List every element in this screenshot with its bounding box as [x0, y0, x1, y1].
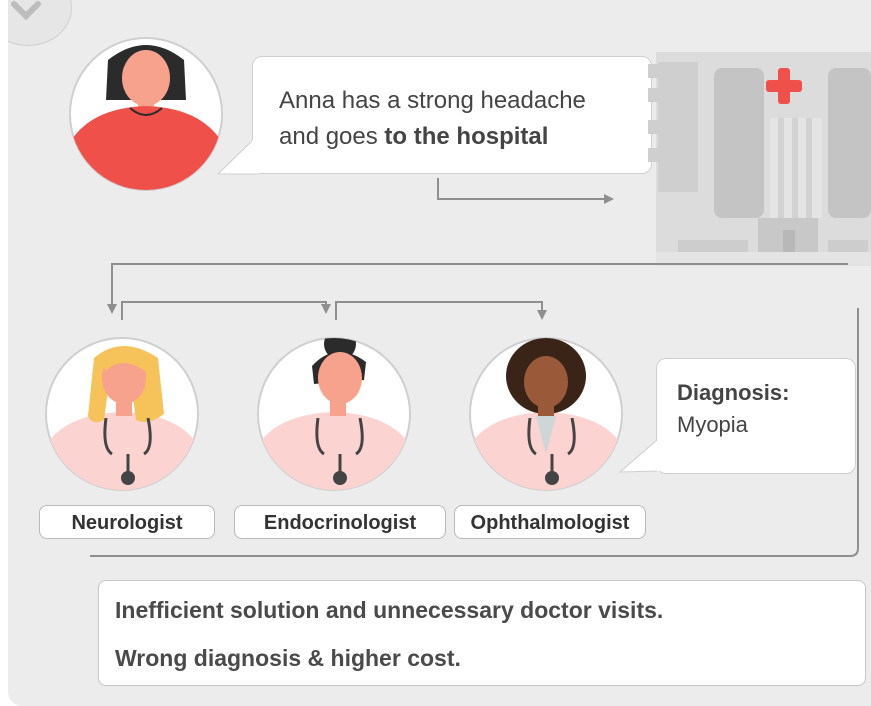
diagnosis-bubble: Diagnosis: Myopia [656, 358, 856, 474]
conclusion-line-1: Inefficient solution and unnecessary doc… [115, 597, 664, 623]
doctor-label-endocrinologist: Endocrinologist [234, 505, 446, 539]
intro-line-2: and goes to the hospital [279, 119, 586, 155]
diagnosis-bubble-tail [618, 440, 662, 473]
intro-bubble: Anna has a strong headache and goes to t… [252, 56, 652, 174]
patient-avatar [69, 37, 223, 191]
doctor-label-neurologist: Neurologist [39, 505, 215, 539]
diagram-panel: Anna has a strong headache and goes to t… [8, 0, 871, 706]
endocrinologist-avatar [257, 337, 411, 491]
stethoscope-icon [315, 418, 364, 485]
intro-line-2-bold: to the hospital [384, 123, 549, 150]
doctor-label-ophthalmologist: Ophthalmologist [454, 505, 646, 539]
conclusion-line-2: Wrong diagnosis & higher cost. [115, 645, 461, 671]
conclusion-box: Inefficient solution and unnecessary doc… [98, 580, 866, 686]
flow-connectors [90, 178, 859, 557]
red-cross-icon [766, 68, 802, 104]
diagnosis-value: Myopia [677, 412, 748, 437]
hospital-illustration [648, 52, 871, 266]
intro-bubble-tail [218, 140, 266, 175]
back-chevron-icon [11, 1, 41, 21]
ophthalmologist-avatar [469, 337, 623, 491]
stethoscope-icon [103, 418, 152, 485]
intro-line-2-prefix: and goes [279, 123, 385, 150]
intro-line-1: Anna has a strong headache [279, 87, 586, 114]
diagnosis-title: Diagnosis: [677, 380, 790, 405]
neurologist-avatar [45, 337, 199, 491]
stethoscope-icon [527, 418, 576, 485]
